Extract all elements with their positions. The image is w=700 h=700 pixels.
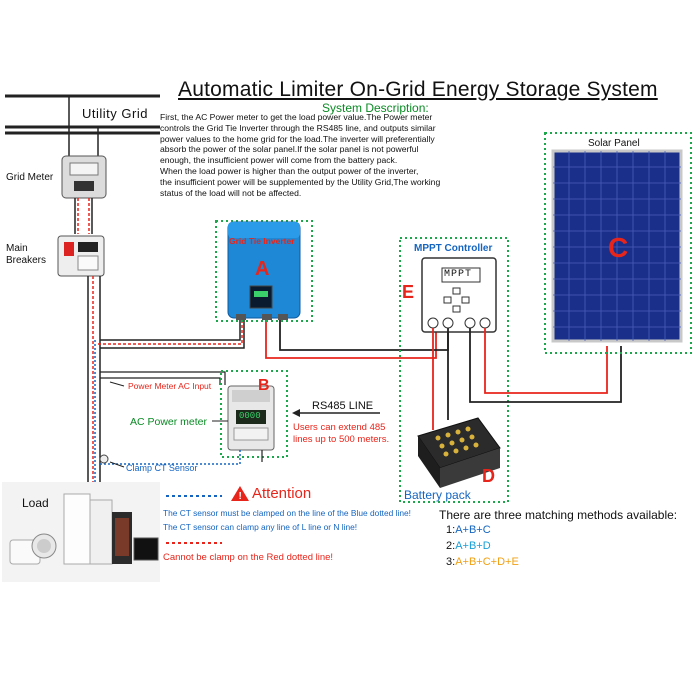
grid-tie-inverter-device bbox=[227, 221, 301, 320]
matching-methods-heading: There are three matching methods availab… bbox=[439, 508, 678, 522]
rs485-extend-note: Users can extend 485 lines up to 500 met… bbox=[293, 422, 389, 446]
matching-method-1: 1:A+B+C bbox=[446, 524, 491, 536]
power-meter-ac-input-label: Power Meter AC Input bbox=[128, 381, 212, 391]
utility-grid-lines bbox=[5, 94, 160, 168]
description-line: When the load power is higher than the o… bbox=[160, 165, 419, 176]
inverter-dc-wires bbox=[265, 320, 449, 359]
breaker-to-load-wires bbox=[87, 276, 101, 490]
battery-pack-label: Battery pack bbox=[404, 488, 471, 502]
grid-tie-inverter-label: Grid Tie Inverter bbox=[229, 236, 295, 246]
page-title: Automatic Limiter On-Grid Energy Storage… bbox=[178, 78, 658, 101]
attention-line-2: The CT sensor can clamp any line of L li… bbox=[163, 522, 358, 532]
solar-panel-label: Solar Panel bbox=[588, 138, 640, 149]
extend-note-line2: lines up to 500 meters. bbox=[293, 434, 390, 445]
main-breakers-device bbox=[57, 235, 105, 277]
mppt-controller-device bbox=[421, 257, 497, 333]
main-breakers-label-line2: Breakers bbox=[6, 255, 47, 266]
battery-pack-device bbox=[417, 417, 501, 488]
load-appliances bbox=[2, 482, 160, 582]
grid-meter-label: Grid Meter bbox=[6, 172, 54, 183]
description-line: absorb the power of the solar panel.If t… bbox=[160, 144, 419, 155]
mppt-controller-label: MPPT Controller bbox=[414, 243, 493, 254]
inverter-ac-wires bbox=[96, 320, 245, 385]
letter-c: C bbox=[608, 232, 629, 263]
description-line: First, the AC Power meter to get the loa… bbox=[160, 112, 433, 122]
solar-panel-device bbox=[551, 149, 683, 343]
letter-b: B bbox=[258, 377, 270, 394]
letter-d: D bbox=[482, 466, 495, 486]
method-value: A+B+C bbox=[455, 524, 491, 536]
description-line: the insufficient power will be supplemen… bbox=[160, 176, 441, 187]
method-value: A+B+C+D+E bbox=[455, 556, 519, 568]
ac-power-meter-device bbox=[227, 385, 275, 451]
matching-method-2: 2:A+B+D bbox=[446, 540, 491, 552]
rs485-line-label: RS485 LINE bbox=[312, 400, 374, 412]
load-label: Load bbox=[22, 496, 49, 510]
system-description: First, the AC Power meter to get the loa… bbox=[160, 112, 540, 198]
svg-text:!: ! bbox=[239, 491, 242, 502]
letter-e: E bbox=[402, 282, 415, 302]
ac-power-meter-label: AC Power meter bbox=[130, 416, 208, 428]
description-line: power values to the home grid for the lo… bbox=[160, 133, 435, 144]
meter-display: 0000 bbox=[239, 411, 261, 421]
matching-method-3: 3:A+B+C+D+E bbox=[446, 556, 519, 568]
method-value: A+B+D bbox=[455, 540, 491, 552]
mppt-screen-label: MPPT bbox=[444, 269, 473, 280]
attention-heading: Attention bbox=[252, 485, 312, 502]
attention-line-1: The CT sensor must be clamped on the lin… bbox=[163, 508, 411, 518]
method-number: 1: bbox=[446, 524, 456, 536]
main-breakers-label-line1: Main bbox=[6, 243, 28, 254]
method-number: 3: bbox=[446, 556, 456, 568]
utility-grid-label: Utility Grid bbox=[82, 106, 148, 121]
clamp-ct-sensor-label: Clamp CT Sensor bbox=[126, 463, 198, 473]
description-line: controls the Grid Tie Inverter through t… bbox=[160, 122, 436, 133]
grid-meter-device bbox=[61, 155, 107, 234]
method-number: 2: bbox=[446, 540, 456, 552]
attention-line-3: Cannot be clamp on the Red dotted line! bbox=[163, 552, 334, 563]
main-breakers-label: Main Breakers bbox=[6, 243, 46, 267]
extend-note-line1: Users can extend 485 bbox=[293, 422, 386, 433]
system-description-heading: System Description: bbox=[322, 101, 429, 115]
letter-a: A bbox=[255, 258, 270, 280]
description-line: enough, the insufficient power will come… bbox=[160, 155, 398, 166]
description-line: status of the load will not be affected. bbox=[160, 187, 302, 198]
